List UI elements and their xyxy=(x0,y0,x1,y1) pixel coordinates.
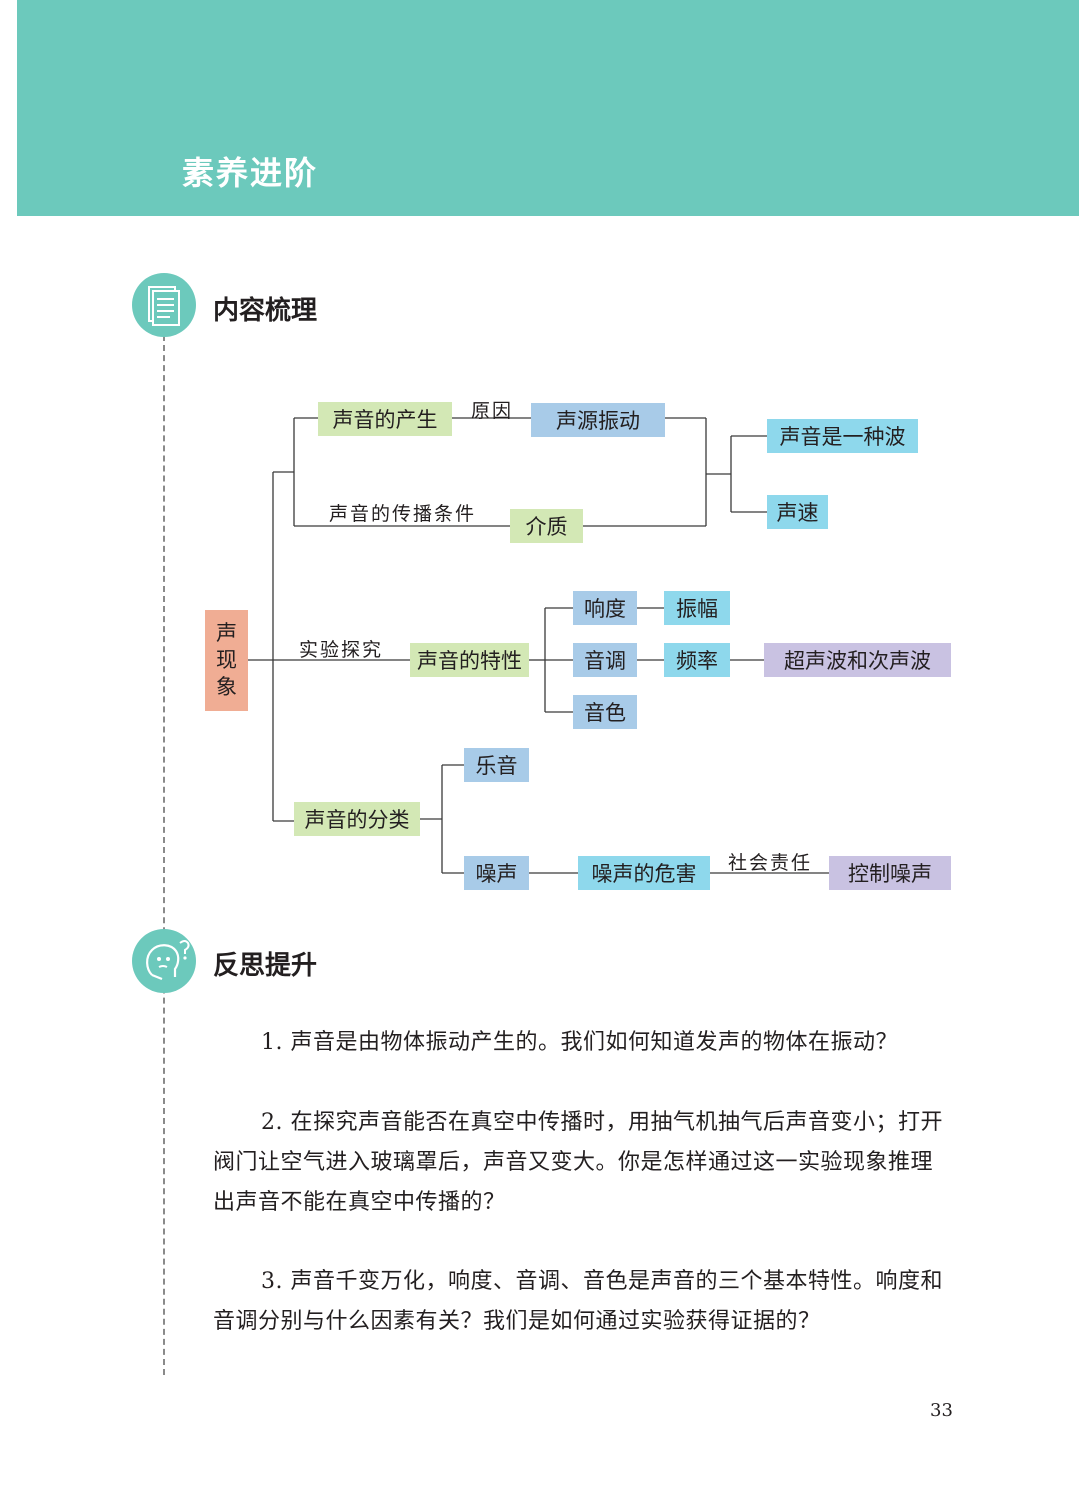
node-sound-classification: 声音的分类 xyxy=(294,802,420,836)
node-noise-harm: 噪声的危害 xyxy=(578,856,710,890)
question-2: 2. 在探究声音能否在真空中传播时，用抽气机抽气后声音变小；打开阀门让空气进入玻… xyxy=(213,1103,953,1223)
root-node-label: 声现象 xyxy=(216,621,237,699)
node-sound-characteristics: 声音的特性 xyxy=(410,643,529,677)
label-experiment: 实验探究 xyxy=(299,639,384,661)
node-musical-sound: 乐音 xyxy=(464,748,529,782)
page-number: 33 xyxy=(930,1400,953,1421)
timeline-dashed-line xyxy=(163,335,165,1375)
question-3-text: 3. 声音千变万化，响度、音调、音色是声音的三个基本特性。响度和音调分别与什么因… xyxy=(213,1269,943,1334)
section-title-content: 内容梳理 xyxy=(213,296,318,326)
node-source-vibration: 声源振动 xyxy=(531,403,665,437)
label-propagation-condition: 声音的传播条件 xyxy=(329,503,477,525)
node-frequency: 频率 xyxy=(664,643,730,677)
node-sound-speed: 声速 xyxy=(767,495,828,529)
node-timbre: 音色 xyxy=(573,695,637,729)
section-title-reflection: 反思提升 xyxy=(213,951,318,981)
question-1: 1. 声音是由物体振动产生的。我们如何知道发声的物体在振动？ xyxy=(213,1023,953,1063)
thinking-face-icon xyxy=(132,929,196,993)
label-cause: 原因 xyxy=(471,400,514,422)
document-list-icon xyxy=(132,273,196,337)
node-loudness: 响度 xyxy=(573,591,637,625)
node-pitch: 音调 xyxy=(573,643,637,677)
node-noise: 噪声 xyxy=(464,856,529,890)
question-1-text: 1. 声音是由物体振动产生的。我们如何知道发声的物体在振动？ xyxy=(261,1030,898,1055)
question-3: 3. 声音千变万化，响度、音调、音色是声音的三个基本特性。响度和音调分别与什么因… xyxy=(213,1262,953,1342)
header-banner: 素养进阶 xyxy=(17,0,1079,216)
node-amplitude: 振幅 xyxy=(664,591,730,625)
node-ultrasound-infrasound: 超声波和次声波 xyxy=(764,643,951,677)
node-sound-is-wave: 声音是一种波 xyxy=(767,419,918,453)
node-medium: 介质 xyxy=(510,509,583,543)
banner-title: 素养进阶 xyxy=(182,154,319,192)
node-sound-production: 声音的产生 xyxy=(318,402,452,436)
root-node-sound-phenomena: 声现象 xyxy=(205,610,248,711)
label-social-responsibility: 社会责任 xyxy=(728,852,813,874)
node-noise-control: 控制噪声 xyxy=(829,856,951,890)
question-2-text: 2. 在探究声音能否在真空中传播时，用抽气机抽气后声音变小；打开阀门让空气进入玻… xyxy=(213,1110,943,1215)
